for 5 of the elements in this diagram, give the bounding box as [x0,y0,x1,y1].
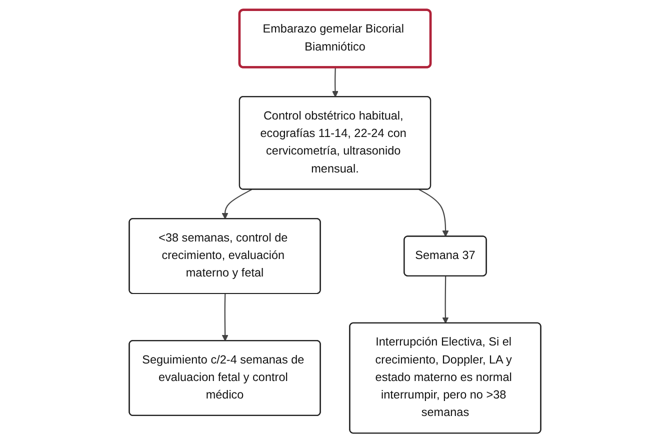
arrow [222,189,252,220]
arrow [222,294,228,342]
arrow [442,276,449,324]
arrow [418,189,449,237]
arrow [332,68,338,98]
